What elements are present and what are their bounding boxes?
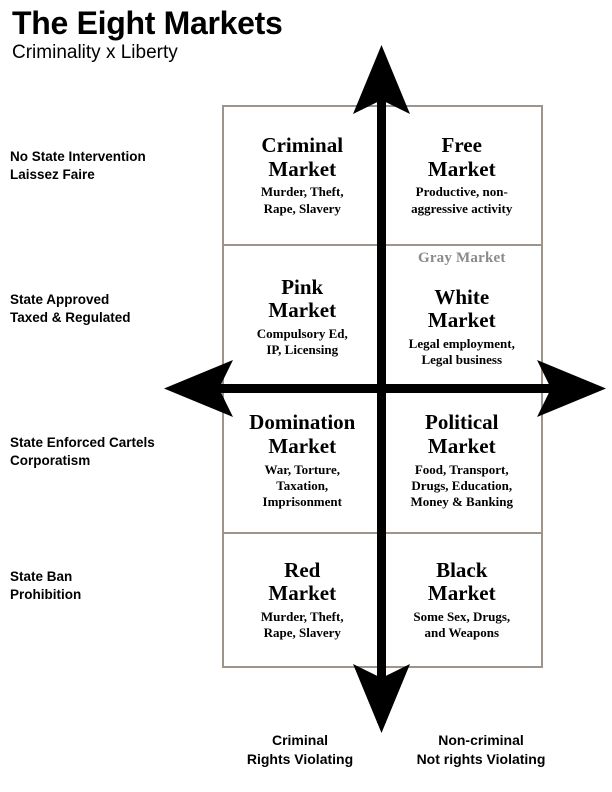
cell-title: Red Market <box>268 557 337 606</box>
cell-title: Domination Market <box>249 410 356 459</box>
cell-description: Food, Transport, Drugs, Education, Money… <box>410 461 514 510</box>
cell-description: Some Sex, Drugs, and Weapons <box>413 608 511 641</box>
row-label-no-state-intervention: No State Intervention Laissez Faire <box>10 149 146 182</box>
title-block: The Eight Markets Criminality x Liberty <box>12 6 432 64</box>
row-label-state-enforced-cartels: State Enforced Cartels Corporatism <box>10 435 155 468</box>
cell-title: Free Market <box>427 133 496 181</box>
row-label-state-approved: State Approved Taxed & Regulated <box>10 292 131 325</box>
cell-description: War, Torture, Taxation, Imprisonment <box>262 461 342 510</box>
cell-political-market: Political Market Food, Transport, Drugs,… <box>382 390 541 534</box>
page-subtitle: Criminality x Liberty <box>12 41 178 63</box>
cell-title: Pink Market <box>268 274 337 323</box>
row-label-state-ban: State Ban Prohibition <box>10 569 82 602</box>
cell-free-market: Free Market Productive, non- aggressive … <box>382 107 541 246</box>
gray-market-label: Gray Market <box>417 250 506 266</box>
cell-description: Murder, Theft, Rape, Slavery <box>260 608 344 641</box>
bottom-label-non-criminal: Non-criminal Not rights Violating <box>416 732 546 767</box>
cell-description: Legal employment, Legal business <box>408 335 515 368</box>
axis-arrow-right-icon <box>537 360 606 417</box>
cell-criminal-market: Criminal Market Murder, Theft, Rape, Sla… <box>224 107 383 246</box>
cell-red-market: Red Market Murder, Theft, Rape, Slavery <box>224 534 383 666</box>
cell-pink-market: Pink Market Compulsory Ed, IP, Licensing <box>224 246 383 390</box>
cell-domination-market: Domination Market War, Torture, Taxation… <box>224 390 383 534</box>
cell-title: Black Market <box>427 557 496 606</box>
page-title: The Eight Markets <box>12 5 283 41</box>
cell-black-market: Black Market Some Sex, Drugs, and Weapon… <box>383 534 542 666</box>
cell-title: Political Market <box>425 410 499 459</box>
cell-title: Criminal Market <box>261 133 344 181</box>
bottom-label-criminal: Criminal Rights Violating <box>246 732 354 767</box>
cell-white-market: Gray Market White Market Legal employmen… <box>382 246 541 390</box>
cell-title: White Market <box>427 284 496 333</box>
cell-description: Compulsory Ed, IP, Licensing <box>256 325 348 358</box>
cell-description: Murder, Theft, Rape, Slavery <box>260 184 344 216</box>
cell-description: Productive, non- aggressive activity <box>411 184 513 216</box>
axis-arrow-down-icon <box>353 664 410 733</box>
market-matrix-grid: Criminal Market Murder, Theft, Rape, Sla… <box>222 105 543 668</box>
